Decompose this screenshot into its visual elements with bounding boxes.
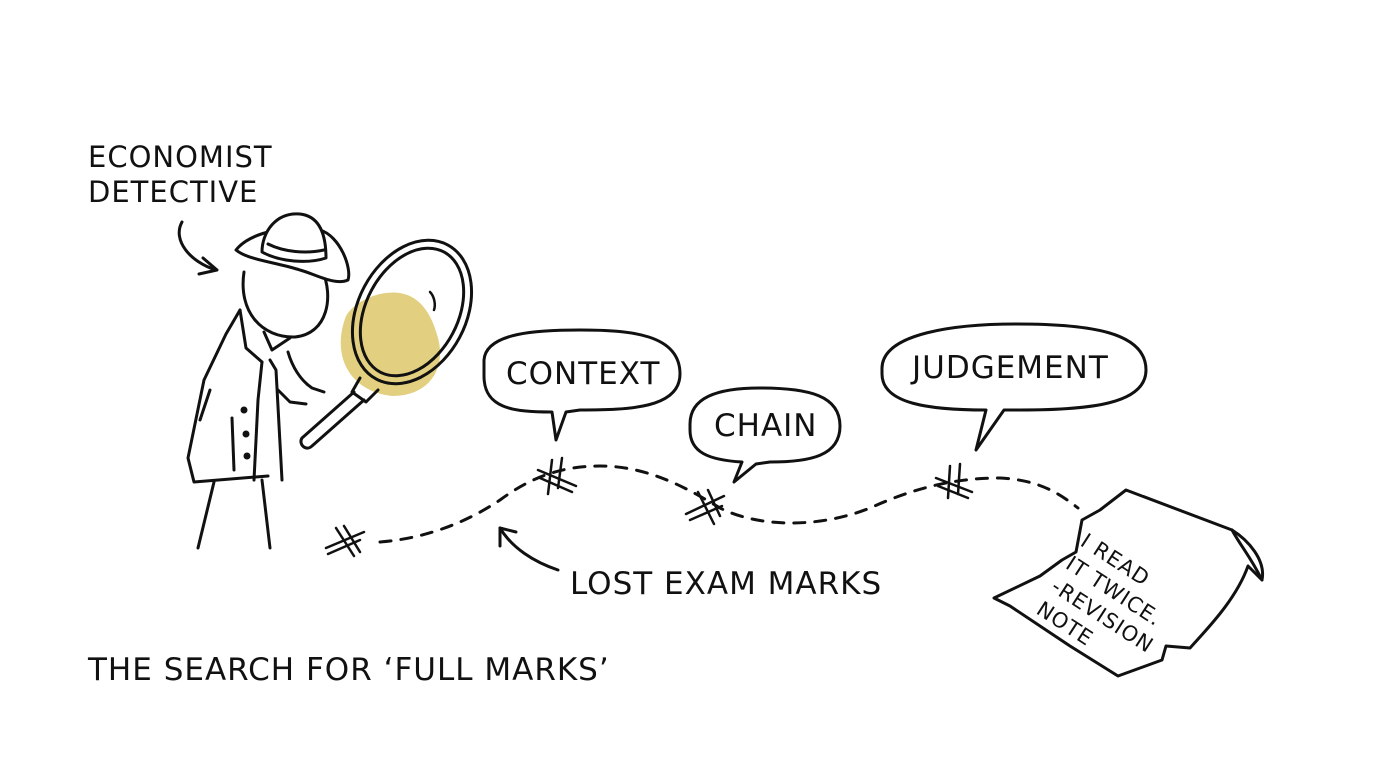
bottom-caption: THE SEARCH FOR ‘FULL MARKS’	[88, 652, 610, 688]
paper-curl	[1230, 528, 1264, 582]
x-mark-icon	[324, 524, 366, 558]
x-mark-icon	[536, 456, 578, 496]
caption-line: DETECTIVE	[88, 175, 259, 209]
lost-marks-label: LOST EXAM MARKS	[570, 566, 883, 602]
judgement-bubble	[880, 322, 1148, 452]
lost-marks-arrow-icon	[498, 526, 560, 572]
figure-caption: ECONOMIST DETECTIVE	[88, 140, 273, 210]
caption-line: ECONOMIST	[88, 140, 273, 174]
x-mark-icon	[934, 462, 974, 500]
chain-label: CHAIN	[714, 408, 818, 444]
x-mark-icon	[684, 488, 726, 526]
judgement-label: JUDGEMENT	[912, 350, 1109, 386]
dashed-trail	[378, 464, 1080, 544]
magnifying-glass-icon	[299, 238, 474, 450]
chain-bubble	[688, 386, 842, 484]
context-label: CONTEXT	[506, 356, 661, 392]
revision-note-paper	[992, 488, 1265, 678]
detective-figure-icon	[186, 212, 351, 550]
context-bubble	[482, 328, 682, 442]
caption-arrow-icon	[177, 220, 219, 276]
